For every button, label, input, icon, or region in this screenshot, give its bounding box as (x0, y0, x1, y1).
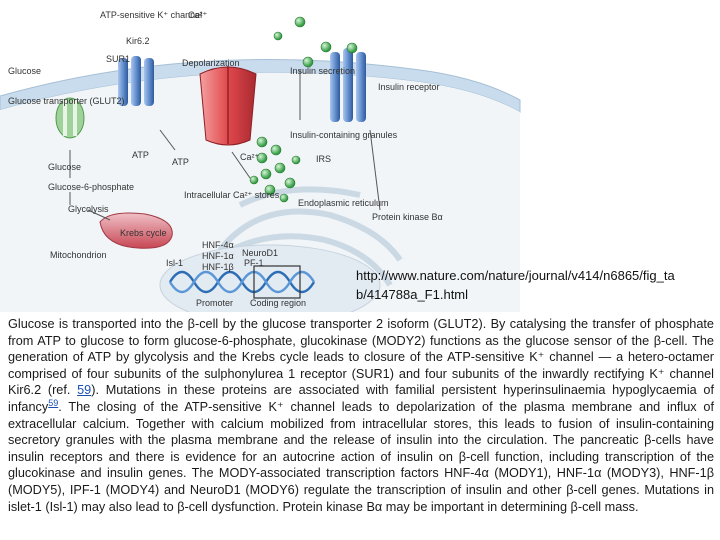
dna-helix (168, 270, 316, 294)
label-g6p: Glucose-6-phosphate (48, 182, 134, 192)
label-pf1: PF-1 (244, 258, 264, 268)
label-glycolysis: Glycolysis (68, 204, 109, 214)
label-neurod1: NeuroD1 (242, 248, 278, 258)
label-isl1: Isl-1 (166, 258, 183, 268)
label-glucose-outside: Glucose (8, 66, 41, 76)
label-atp-k-channel: ATP-sensitive K⁺ channel (100, 10, 202, 20)
label-glut2: Glucose transporter (GLUT2) (8, 96, 125, 106)
calcium-channel (199, 66, 257, 146)
secreted-insulin (273, 16, 358, 68)
atp-sensitive-k-channel (118, 56, 154, 106)
beta-cell-diagram: ATP-sensitive K⁺ channel Kir6.2 SUR1 Ca²… (0, 10, 521, 312)
cytoplasm (0, 72, 520, 312)
reference-link-59[interactable]: 59 (77, 383, 92, 398)
label-glucose-inside: Glucose (48, 162, 81, 172)
label-hnf1b: HNF-1β (202, 262, 234, 272)
label-insulin-receptor: Insulin receptor (378, 82, 440, 92)
mitochondrion (99, 212, 173, 249)
label-granules: Insulin-containing granules (290, 130, 398, 140)
caption-part3: . The closing of the ATP-sensitive K⁺ ch… (8, 399, 714, 514)
label-mitochondrion: Mitochondrion (50, 250, 107, 260)
glut2-transporter (55, 97, 85, 139)
label-promoter: Promoter (196, 298, 233, 308)
label-atp-left: ATP (132, 150, 149, 160)
label-ca-top: Ca²⁺ (188, 10, 208, 20)
reference-superscript-59[interactable]: 59 (48, 397, 59, 408)
insulin-granules (249, 136, 301, 203)
label-sur1: SUR1 (106, 54, 130, 64)
figure-caption: Glucose is transported into the β-cell b… (8, 316, 714, 515)
label-intracellular-ca: Intracellular Ca²⁺ stores (184, 190, 280, 200)
coding-region-box (253, 265, 301, 299)
label-kir62: Kir6.2 (126, 36, 150, 46)
label-atp-mid: ATP (172, 157, 189, 167)
source-url[interactable]: http://www.nature.com/nature/journal/v41… (356, 266, 716, 304)
label-krebs: Krebs cycle (120, 228, 167, 238)
label-irs: IRS (316, 154, 331, 164)
label-hnf1a: HNF-1α (202, 251, 234, 261)
insulin-receptor (330, 48, 366, 122)
label-hnf4: HNF-4α (202, 240, 234, 250)
nucleus (159, 244, 381, 312)
pathway-arrows (69, 70, 381, 221)
label-coding: Coding region (250, 298, 306, 308)
label-depolarization: Depolarization (182, 58, 240, 68)
label-er: Endoplasmic reticulum (298, 198, 389, 208)
caption-part2: ). Mutations in these proteins are assoc… (8, 383, 714, 414)
label-ca-mid: Ca²⁺ (240, 152, 260, 162)
label-insulin-secretion: Insulin secretion (290, 66, 355, 76)
caption-part1: Glucose is transported into the β-cell b… (8, 317, 714, 398)
source-url-line2: b/414788a_F1.html (356, 287, 469, 302)
source-url-line1: http://www.nature.com/nature/journal/v41… (356, 268, 675, 283)
label-pkb: Protein kinase Bα (372, 212, 443, 222)
